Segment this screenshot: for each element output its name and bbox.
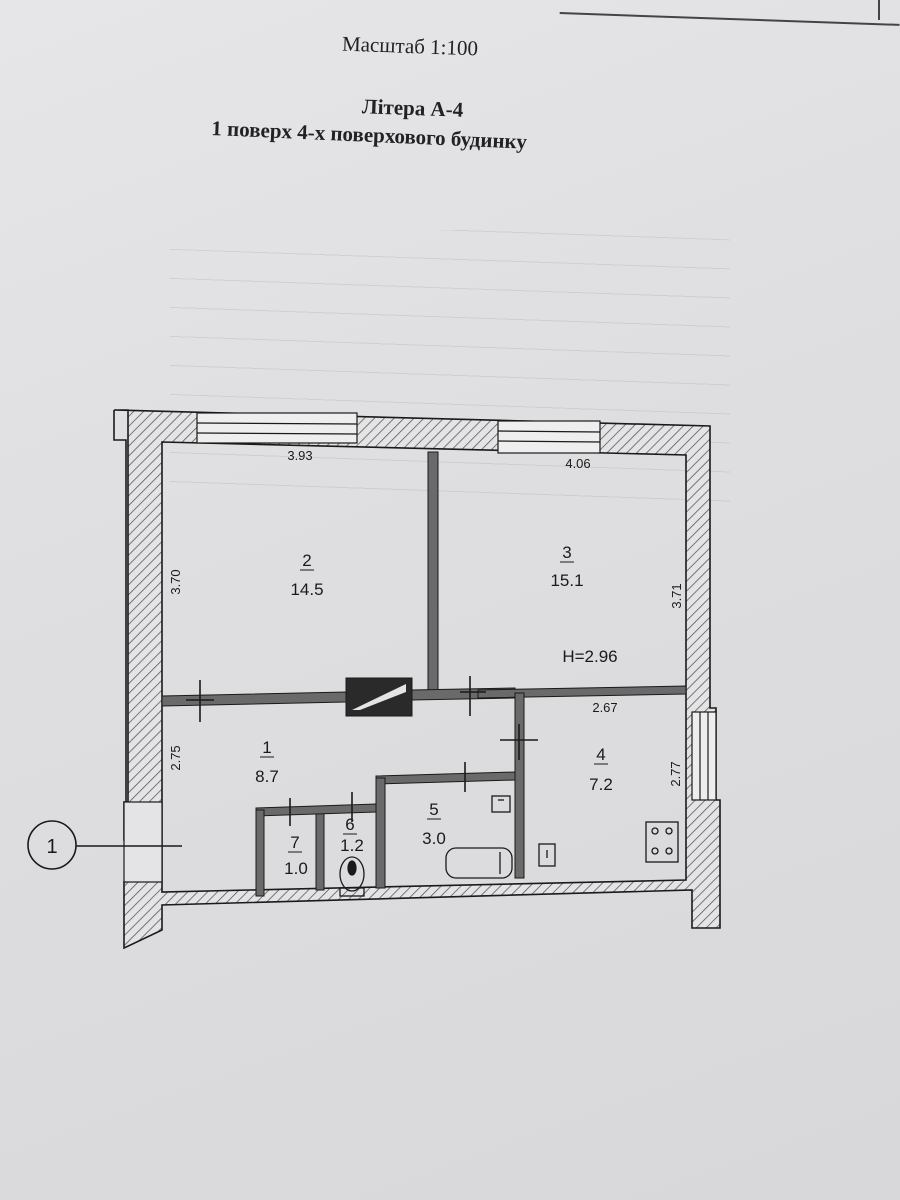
bathtub-fixture: [445, 847, 513, 879]
room-4-number: 4: [596, 745, 605, 764]
dim-room4-width: 2.67: [592, 700, 617, 715]
entrance-opening: [123, 801, 163, 883]
room-7-number: 7: [290, 833, 299, 852]
room-1-number: 1: [262, 738, 271, 757]
room-6-area: 1.2: [340, 836, 364, 855]
room-5-number: 5: [429, 800, 438, 819]
room-6-number: 6: [345, 815, 354, 834]
dim-room4-depth: 2.77: [668, 761, 683, 786]
room-3-area: 15.1: [550, 571, 583, 590]
room-2-number: 2: [302, 551, 311, 570]
dim-room1-depth: 2.75: [168, 745, 183, 770]
room-1-area: 8.7: [255, 767, 279, 786]
dim-room2-width: 3.93: [287, 448, 312, 463]
room-3-number: 3: [562, 543, 571, 562]
room-7-area: 1.0: [284, 859, 308, 878]
entrance-marker-label: 1: [46, 836, 57, 858]
bleed-through-table: [170, 230, 730, 510]
frame-border-corner: [878, 0, 880, 20]
stove-fixture: [645, 821, 679, 863]
dim-room3-depth: 3.71: [669, 583, 684, 608]
room-4-area: 7.2: [589, 775, 613, 794]
exterior-contour: [113, 410, 127, 802]
door-marks: [186, 676, 538, 826]
ceiling-height: H=2.96: [562, 647, 617, 666]
room-2-area: 14.5: [290, 580, 323, 599]
interior-walls: [161, 451, 687, 897]
sink-fixture: [491, 795, 511, 813]
window-room3: [497, 420, 601, 454]
window-room2: [196, 412, 358, 444]
exterior-walls: [113, 409, 721, 950]
kitchen-sink-fixture: [538, 843, 556, 867]
window-room4: [691, 711, 717, 801]
entrance-marker: 1: [27, 820, 182, 870]
room-5-area: 3.0: [422, 829, 446, 848]
dim-room2-depth: 3.70: [168, 569, 183, 594]
toilet-fixture: [339, 856, 365, 897]
chimney-block: [345, 677, 413, 717]
dim-room3-width: 4.06: [565, 456, 590, 471]
